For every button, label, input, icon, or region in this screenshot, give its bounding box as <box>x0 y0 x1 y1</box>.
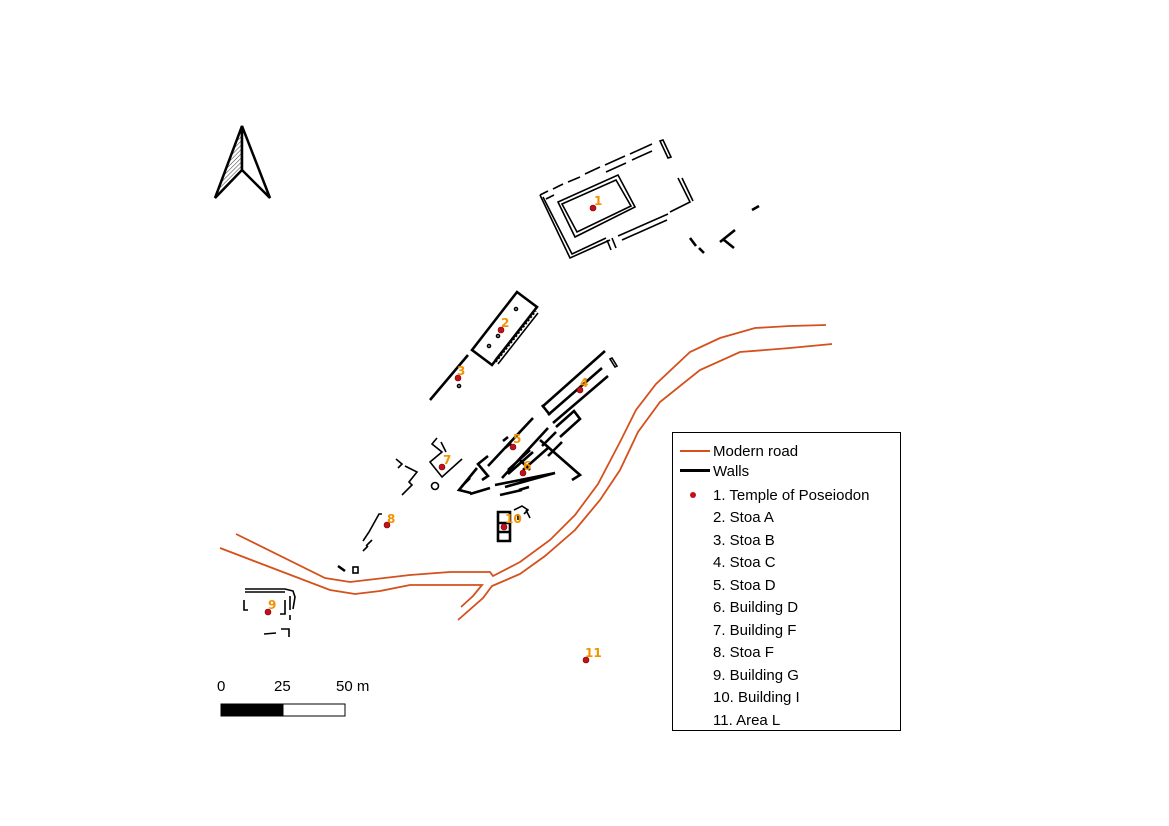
site-points: 1 2 3 4 5 6 7 8 9 10 11 <box>264 194 602 664</box>
legend-label: 1. Temple of Poseiodon <box>713 486 870 504</box>
site-1[interactable]: 1 <box>589 194 602 212</box>
road-line-icon <box>673 440 713 462</box>
site-10[interactable]: 10 <box>500 512 522 531</box>
legend-item-site: 6. Building D <box>673 596 798 618</box>
legend-item-site: 9. Building G <box>673 664 799 686</box>
legend-item-site: 2. Stoa A <box>673 506 774 528</box>
site-4[interactable]: 4 <box>576 376 588 394</box>
legend-label: Walls <box>713 462 750 480</box>
legend-label: 6. Building D <box>713 598 799 616</box>
north-arrow-icon <box>213 125 272 199</box>
legend-item-walls: Walls <box>673 460 749 482</box>
scale-bar <box>220 703 346 717</box>
legend-item-site: 7. Building F <box>673 619 796 641</box>
wall-line-icon <box>673 460 713 482</box>
legend-item-site: 3. Stoa B <box>673 529 775 551</box>
legend-label: Modern road <box>713 442 799 460</box>
map-legend: Modern road Walls 1. Temple of Poseiodon… <box>672 432 901 731</box>
site-3[interactable]: 3 <box>454 364 465 382</box>
legend-label: 5. Stoa D <box>713 576 776 594</box>
legend-label: 3. Stoa B <box>713 531 775 549</box>
site-8[interactable]: 8 <box>383 512 395 529</box>
svg-text:9: 9 <box>268 598 276 612</box>
svg-text:10: 10 <box>505 512 522 526</box>
site-6[interactable]: 6 <box>519 459 531 477</box>
legend-item-site: 11. Area L <box>673 709 780 731</box>
site-point-icon <box>673 484 713 506</box>
legend-item-site: 5. Stoa D <box>673 574 776 596</box>
legend-item-site: 4. Stoa C <box>673 551 776 573</box>
legend-label: 10. Building I <box>713 688 800 706</box>
scale-tick-25: 25 <box>274 678 291 695</box>
svg-text:6: 6 <box>523 459 531 473</box>
legend-label: 4. Stoa C <box>713 553 776 571</box>
legend-label: 9. Building G <box>713 666 799 684</box>
svg-text:4: 4 <box>580 376 588 390</box>
site-5[interactable]: 5 <box>509 432 521 451</box>
legend-item-site: 8. Stoa F <box>673 641 774 663</box>
scale-tick-50: 50 m <box>336 678 370 695</box>
site-11[interactable]: 11 <box>582 646 602 664</box>
scale-tick-0: 0 <box>217 678 226 695</box>
legend-label: 2. Stoa A <box>713 508 774 526</box>
svg-text:1: 1 <box>594 194 602 208</box>
svg-text:3: 3 <box>457 364 465 378</box>
site-2[interactable]: 2 <box>497 316 509 334</box>
legend-label: 8. Stoa F <box>713 643 774 661</box>
legend-item-road: Modern road <box>673 440 798 462</box>
walls <box>243 139 760 637</box>
svg-text:7: 7 <box>443 453 451 467</box>
svg-text:2: 2 <box>501 316 509 330</box>
legend-item-site: 1. Temple of Poseiodon <box>673 484 870 506</box>
svg-text:11: 11 <box>585 646 602 660</box>
legend-label: 11. Area L <box>713 711 781 729</box>
site-7[interactable]: 7 <box>438 453 451 471</box>
legend-item-site: 10. Building I <box>673 686 800 708</box>
site-9[interactable]: 9 <box>264 598 276 616</box>
legend-label: 7. Building F <box>713 621 797 639</box>
modern-road <box>219 324 833 621</box>
svg-text:5: 5 <box>513 432 521 446</box>
svg-text:8: 8 <box>387 512 395 526</box>
